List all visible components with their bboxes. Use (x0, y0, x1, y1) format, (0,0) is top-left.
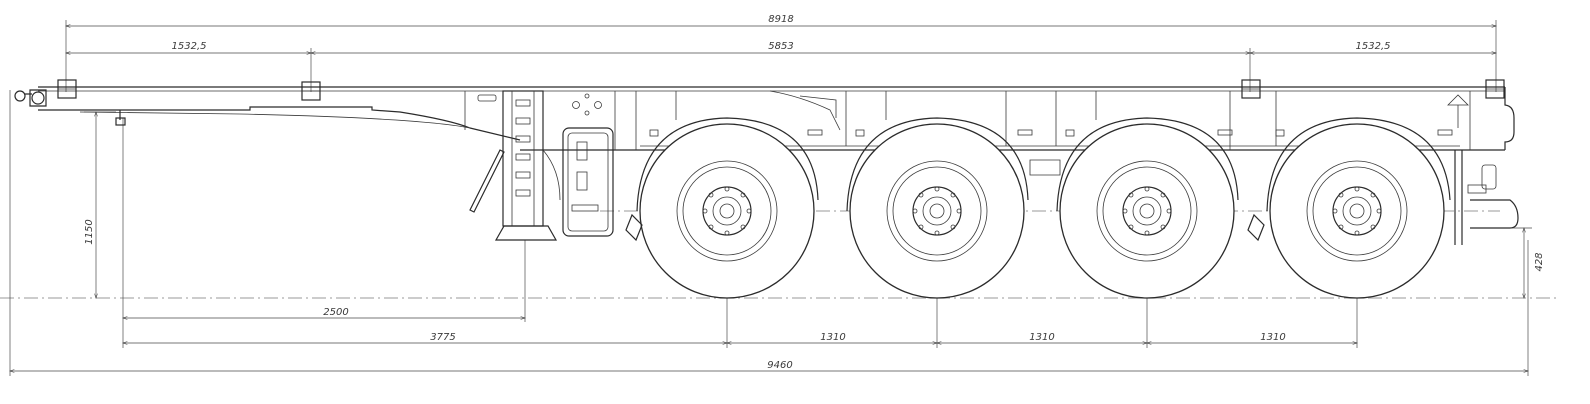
dim-label-deck-height: 1150 (84, 219, 95, 244)
dim-label-left-span: 1532,5 (172, 41, 207, 52)
dim-label-axle-3-4: 1310 (1260, 332, 1285, 343)
dim-label-landing-gear: 2500 (323, 307, 348, 318)
tire-4 (1269, 123, 1445, 299)
mudflap-brackets (625, 159, 1265, 242)
dim-label-axle-2-3: 1310 (1029, 332, 1054, 343)
axle-4 (1266, 117, 1451, 299)
dim-label-overall-top: 8918 (768, 14, 793, 25)
twistlocks (57, 79, 1505, 101)
dim-label-overall-length: 9460 (767, 360, 792, 371)
tire-1 (639, 123, 815, 299)
axle-3 (1056, 117, 1239, 299)
dim-label-rear-height: 428 (1534, 252, 1545, 271)
axle-2 (846, 117, 1029, 299)
dim-label-axle-1-2: 1310 (820, 332, 845, 343)
tire-2 (849, 123, 1025, 299)
dim-label-to-first-axle: 3775 (430, 332, 455, 343)
dim-label-middle-span: 5853 (768, 41, 793, 52)
tire-3 (1059, 123, 1235, 299)
axle-1 (636, 117, 819, 299)
dim-label-right-span: 1532,5 (1356, 41, 1391, 52)
toolbox (562, 127, 614, 237)
landing-gear (469, 90, 561, 241)
